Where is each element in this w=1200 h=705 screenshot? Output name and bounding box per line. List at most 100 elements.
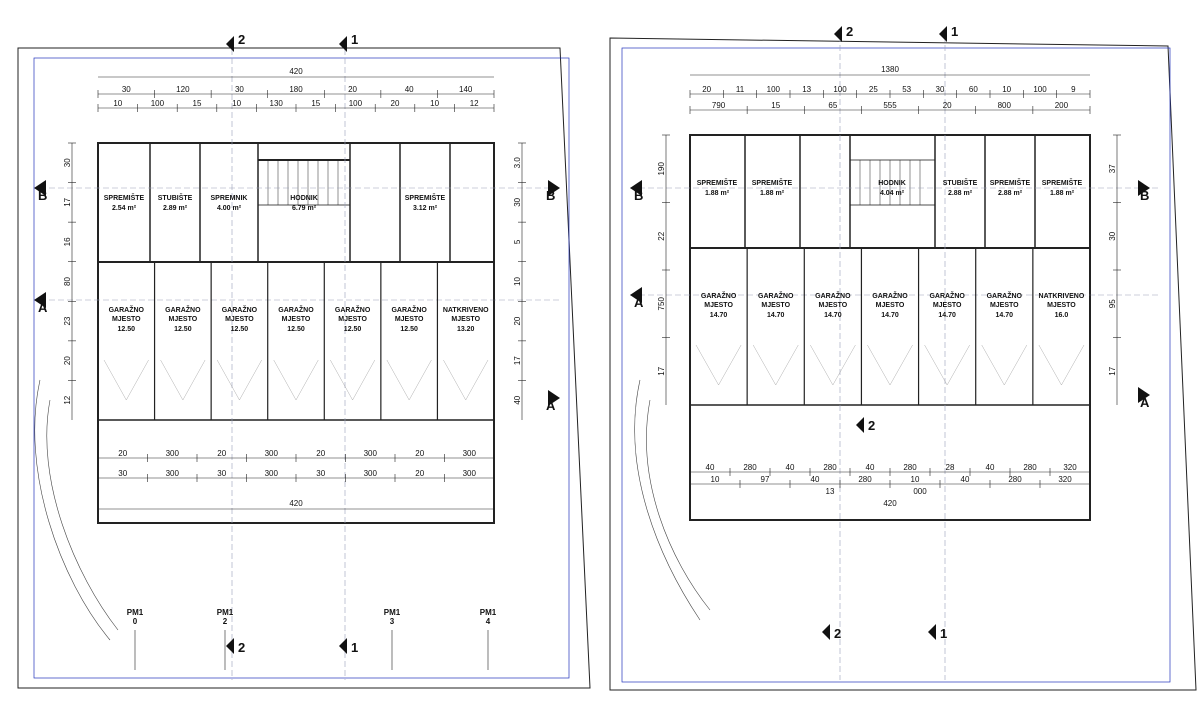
right-room-name: SPREMIŠTE [697, 178, 738, 187]
left-room-name: STUBIŠTE [158, 193, 193, 202]
right-side-dim-value: 30 [513, 197, 522, 206]
pm-marker-number: 0 [133, 617, 138, 626]
left-sheet-frame [17, 47, 591, 689]
left-bay-hatch [216, 359, 240, 401]
left-plan-bays: GARAŽNOMJESTO12.50GARAŽNOMJESTO12.50GARA… [103, 262, 495, 420]
left-room-name: SPREMNIK [211, 195, 248, 202]
section-label-2-rp-top: 2 [846, 24, 853, 39]
left-top2-dim-value: 140 [459, 85, 473, 94]
left-plan-grid-lines [40, 40, 560, 680]
section-label-1-top: 1 [351, 32, 358, 47]
left-top2-dim-value: 120 [176, 85, 190, 94]
right-bay-sub: MJESTO [704, 302, 733, 309]
right-side-dim-value: 5 [513, 239, 522, 244]
right-top1-dim-value: 100 [767, 85, 781, 94]
left-bottom-total: 420 [289, 499, 303, 508]
left-side-dim-value: 12 [63, 395, 72, 404]
left-top1-dim-value: 100 [349, 99, 363, 108]
left-bay-area: 13.20 [457, 326, 475, 333]
right-plan [630, 36, 1160, 680]
section-marker-b-right-plan-right: B [1138, 180, 1150, 203]
right-bottom-total-1: 13 [826, 487, 835, 496]
right-room-name: SPREMIŠTE [752, 178, 793, 187]
section-marker-a-mid: A [546, 390, 560, 413]
left-room-area: 2.89 m² [163, 205, 188, 212]
right-bay-hatch [889, 344, 913, 386]
left-bot2-dim-value: 300 [463, 469, 477, 478]
section-label-2-bottom: 2 [238, 640, 245, 655]
right-room-area: 1.88 m² [760, 190, 785, 197]
left-bay-hatch [182, 359, 206, 401]
right-top2-dim-value: 200 [1055, 101, 1069, 110]
right-top2-dim-value: 15 [771, 101, 780, 110]
section-marker-2-bottom: 2 [226, 638, 245, 655]
right-bay-sub: MJESTO [990, 302, 1019, 309]
right-bay-hatch [924, 344, 948, 386]
rp-left-dim-value: 17 [657, 366, 666, 375]
right-bot2-dim-value: 10 [911, 475, 920, 484]
section-marker-2-right-plan-top: 2 [834, 24, 853, 42]
right-bot1-dim-value: 40 [986, 463, 995, 472]
right-room-area: 4.04 m² [880, 190, 905, 197]
section-label-b-rp-left: B [634, 188, 643, 203]
left-top1-dim-value: 10 [232, 99, 241, 108]
left-bot2-dim-value: 20 [415, 469, 424, 478]
left-side-dim-value: 30 [63, 158, 72, 167]
right-room-area: 1.88 m² [705, 190, 730, 197]
left-room-area: 6.79 m² [292, 205, 317, 212]
right-bot2-dim-value: 97 [761, 475, 770, 484]
right-top1-dim-value: 30 [936, 85, 945, 94]
right-bay-name: GARAŽNO [758, 291, 794, 300]
section-markers: B B A A 2 1 2 1 [34, 24, 1150, 655]
section-label-b-right: B [546, 188, 555, 203]
right-bot1-dim-value: 320 [1063, 463, 1077, 472]
right-bot1-dim-value: 40 [866, 463, 875, 472]
right-sheet-inner-frame [621, 47, 1171, 683]
left-room-area: 4.00 m² [217, 205, 242, 212]
left-room-name: SPREMIŠTE [104, 193, 145, 202]
right-bay-name: NATKRIVENO [1039, 293, 1085, 300]
right-bay-name: GARAŽNO [815, 291, 851, 300]
left-bay-name: GARAŽNO [222, 305, 258, 314]
pm-marker-label: PM1 [384, 608, 401, 617]
left-top1-dim-value: 12 [470, 99, 479, 108]
left-bot2-dim-value: 300 [166, 469, 180, 478]
pm-marker-label: PM1 [217, 608, 234, 617]
rp-left-dim-value: 190 [657, 162, 666, 176]
section-label-1-rp-bottom: 1 [940, 626, 947, 641]
section-marker-1-right-plan-bottom: 1 [928, 624, 947, 641]
pm-marker-label: PM1 [127, 608, 144, 617]
left-room-area: 2.54 m² [112, 205, 137, 212]
right-bay-sub: MJESTO [1047, 302, 1076, 309]
right-bay-hatch [718, 344, 742, 386]
left-plan-top-rooms: SPREMIŠTE 2.54 m² STUBIŠTE 2.89 m² SPREMNIK 4… [104, 193, 446, 212]
left-bay-hatch [465, 359, 489, 401]
right-room-name: STUBIŠTE [943, 178, 978, 187]
left-bay-sub: MJESTO [338, 316, 367, 323]
right-bot1-dim-value: 280 [903, 463, 917, 472]
left-bay-area: 12.50 [287, 326, 305, 333]
right-bay-hatch [946, 344, 970, 386]
section-label-1-bottom: 1 [351, 640, 358, 655]
left-sheet-inner-frame [33, 57, 570, 679]
right-bot2-dim-value: 280 [858, 475, 872, 484]
right-bay-hatch [775, 344, 799, 386]
left-bot1-dim-value: 20 [217, 449, 226, 458]
right-bay-area: 14.70 [824, 312, 842, 319]
right-top1-dim-value: 100 [833, 85, 847, 94]
right-side-dim-value: 20 [513, 316, 522, 325]
right-top2-dim-value: 790 [712, 101, 726, 110]
right-side-dim-value: 17 [513, 356, 522, 365]
left-bay-name: GARAŽNO [278, 305, 314, 314]
left-side-dim-value: 80 [63, 277, 72, 286]
pm-marker-number: 4 [486, 617, 491, 626]
right-room-name: SPREMIŠTE [990, 178, 1031, 187]
rp-right-dim-value: 17 [1108, 366, 1117, 375]
section-marker-1-bottom: 1 [339, 638, 358, 655]
left-side-dim-value: 23 [63, 316, 72, 325]
left-bay-sub: MJESTO [112, 316, 141, 323]
left-room-name: SPREMIŠTE [405, 193, 446, 202]
right-top2-dim-value: 65 [828, 101, 837, 110]
